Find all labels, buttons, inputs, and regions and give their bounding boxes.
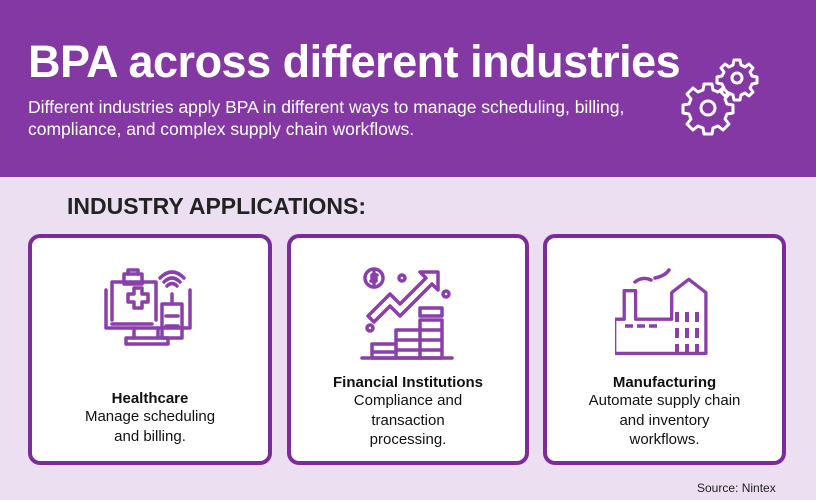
factory-icon <box>614 268 708 356</box>
card-description: Compliance and transaction processing. <box>353 392 463 448</box>
card-title: Manufacturing <box>612 374 717 391</box>
medical-computer-icon <box>104 268 192 346</box>
card-healthcare: Healthcare Manage scheduling and billing… <box>28 234 272 465</box>
gears-icon <box>681 58 759 136</box>
page-title: BPA across different industries <box>28 36 681 87</box>
header-banner: BPA across different industries Differen… <box>0 0 816 177</box>
source-credit: Source: Nintex <box>697 481 776 495</box>
card-description: Manage scheduling and billing. <box>84 408 216 445</box>
card-title: Healthcare <box>111 390 189 407</box>
section-title: INDUSTRY APPLICATIONS: <box>67 193 367 219</box>
card-financial: Financial Institutions Compliance and tr… <box>287 234 529 465</box>
card-title: Financial Institutions <box>332 374 483 391</box>
page-subtitle: Different industries apply BPA in differ… <box>28 97 625 139</box>
finance-growth-icon <box>360 267 454 360</box>
card-description: Automate supply chain and inventory work… <box>588 392 741 448</box>
card-manufacturing: Manufacturing Automate supply chain and … <box>543 234 786 465</box>
